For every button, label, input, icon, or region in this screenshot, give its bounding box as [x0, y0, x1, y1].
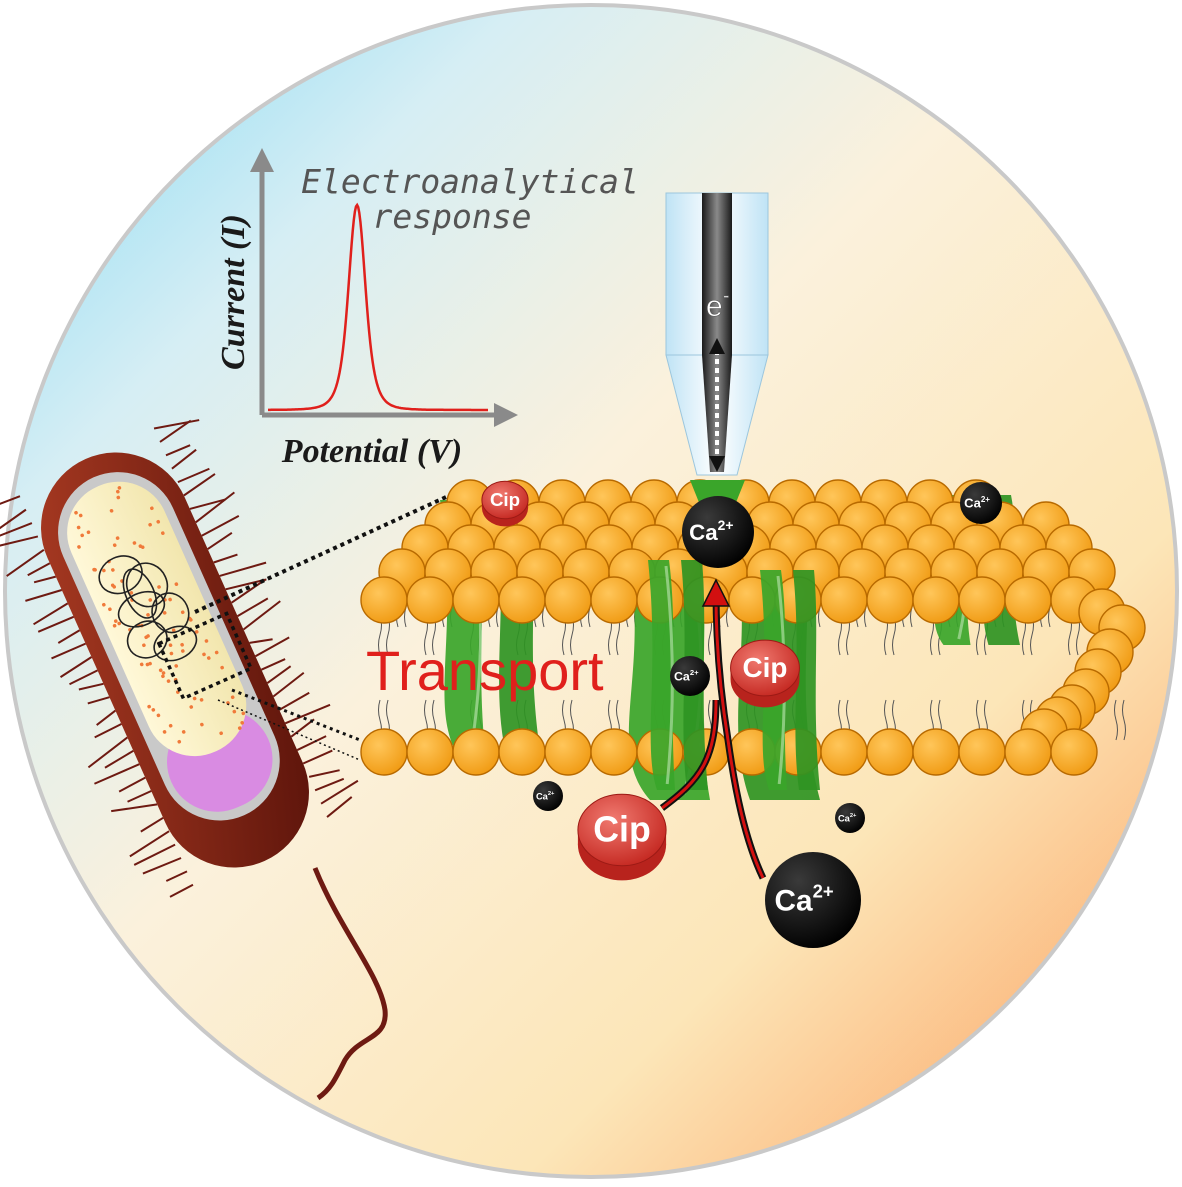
- lipid-head: [361, 729, 407, 775]
- ca-charge: 2+: [981, 495, 990, 504]
- lipid-head: [913, 729, 959, 775]
- cip-label: Cip: [490, 489, 520, 510]
- ca-charge: 2+: [813, 880, 834, 901]
- lipid-head: [407, 729, 453, 775]
- plot-x-label: Potential (V): [281, 433, 462, 470]
- lipid-head: [453, 729, 499, 775]
- lipid-head: [407, 577, 453, 623]
- cip-label: Cip: [743, 652, 788, 683]
- ca-symbol: Ca: [536, 791, 549, 801]
- lipid-head: [959, 729, 1005, 775]
- plot-title-line1: Electroanalytical: [301, 162, 639, 201]
- ca-charge: 2+: [850, 813, 857, 819]
- ca-charge: 2+: [718, 517, 734, 533]
- ca-charge: 2+: [690, 668, 699, 677]
- electron-symbol: e: [706, 290, 723, 323]
- lipid-head: [1051, 729, 1097, 775]
- ca-symbol: Ca: [674, 669, 690, 683]
- lipid-head: [867, 577, 913, 623]
- lipid-head: [959, 577, 1005, 623]
- cip-label: Cip: [593, 810, 651, 850]
- ca-charge: 2+: [548, 791, 555, 797]
- plot-title-line2: response: [373, 197, 532, 236]
- ca-symbol: Ca: [775, 885, 813, 918]
- lipid-head: [1005, 577, 1051, 623]
- electron-charge: -: [723, 285, 730, 307]
- lipid-head: [453, 577, 499, 623]
- lipid-head: [361, 577, 407, 623]
- lipid-head: [499, 577, 545, 623]
- lipid-head: [591, 729, 637, 775]
- lipid-head: [867, 729, 913, 775]
- electrode-core-upper: [702, 193, 732, 355]
- transport-label: Transport: [366, 639, 604, 702]
- lipid-head: [913, 577, 959, 623]
- lipid-head: [821, 577, 867, 623]
- lipid-head: [545, 577, 591, 623]
- lipid-head: [591, 577, 637, 623]
- lipid-head: [545, 729, 591, 775]
- lipid-head: [821, 729, 867, 775]
- plot-y-label: Current (I): [215, 214, 252, 370]
- ca-symbol: Ca: [689, 520, 718, 545]
- lipid-head: [1005, 729, 1051, 775]
- ca-symbol: Ca: [964, 496, 981, 511]
- lipid-head: [499, 729, 545, 775]
- ca-symbol: Ca: [838, 813, 851, 823]
